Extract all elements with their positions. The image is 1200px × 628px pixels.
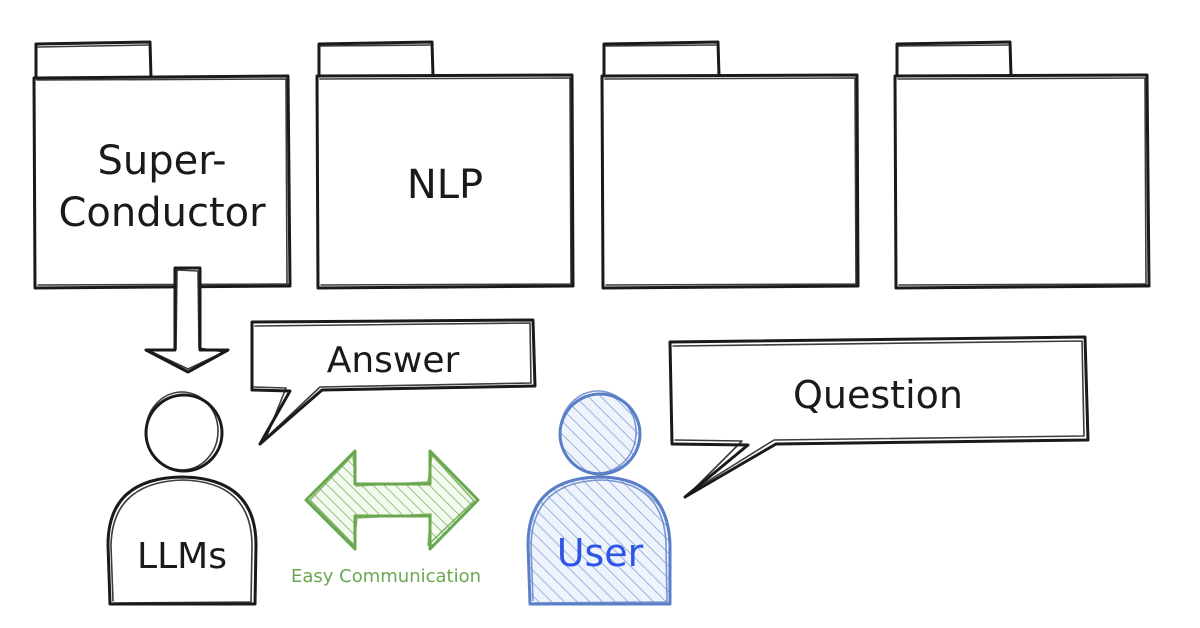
folder-empty-2: [893, 40, 1151, 290]
folder-empty-1: [600, 40, 860, 290]
user-label: User: [557, 531, 644, 575]
folder-label-line2: Conductor: [58, 190, 266, 236]
question-text: Question: [793, 373, 963, 417]
llm-label: LLMs: [137, 536, 227, 577]
down-arrow-icon: [144, 266, 230, 374]
question-bubble: Question: [668, 335, 1090, 499]
folder-label-line1: Super-: [97, 138, 226, 184]
answer-bubble: Answer: [250, 318, 537, 446]
folder-super-conductor: Super- Conductor: [32, 40, 292, 290]
llm-person-icon: LLMs: [106, 391, 258, 606]
folder-label: NLP: [407, 162, 483, 208]
user-person-icon: User: [526, 390, 672, 606]
folder-nlp: NLP: [315, 40, 575, 290]
answer-text: Answer: [327, 340, 460, 381]
communication-caption: Easy Communication: [291, 566, 481, 587]
double-arrow-icon: Easy Communication: [291, 449, 481, 587]
